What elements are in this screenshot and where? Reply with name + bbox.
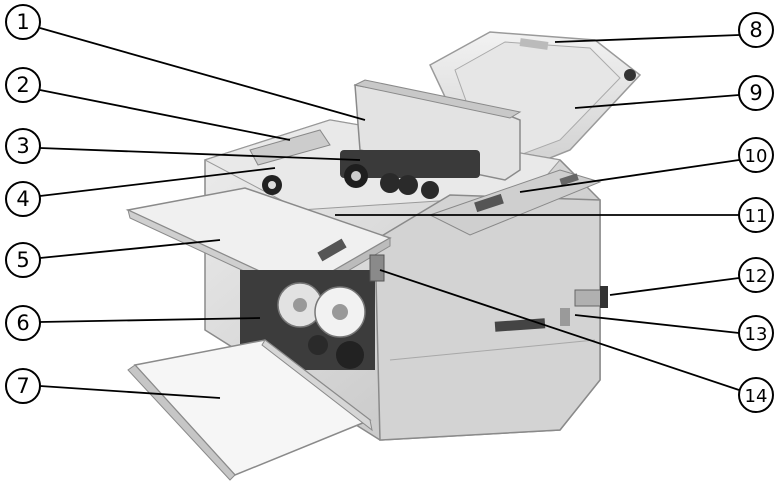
callout-circle	[5, 181, 41, 217]
callout-leader-12	[609, 277, 740, 296]
callout-number: 6	[16, 311, 29, 335]
callout-circle	[738, 12, 774, 48]
side-knob	[574, 286, 608, 308]
callout-14: 14	[738, 377, 774, 413]
callout-6: 6	[5, 305, 41, 341]
callout-leader-13	[574, 314, 740, 334]
callout-3: 3	[5, 128, 41, 164]
callout-leader-2	[39, 89, 291, 141]
feed-rollers	[262, 150, 480, 199]
callout-12: 12	[738, 257, 774, 293]
callout-circle	[738, 315, 774, 351]
callout-circle	[5, 4, 41, 40]
callout-leader-1	[39, 27, 366, 121]
callout-number: 11	[745, 206, 768, 227]
callout-5: 5	[5, 242, 41, 278]
callout-circle	[738, 257, 774, 293]
callout-leader-7	[39, 385, 221, 399]
callout-7: 7	[5, 368, 41, 404]
callout-13: 13	[738, 315, 774, 351]
callout-number: 13	[745, 324, 768, 345]
callout-number: 1	[16, 10, 29, 34]
callout-number: 14	[745, 386, 768, 407]
callout-circle	[5, 242, 41, 278]
callout-4: 4	[5, 181, 41, 217]
callout-circle	[738, 377, 774, 413]
callout-number: 3	[16, 134, 29, 158]
callout-number: 10	[745, 146, 768, 167]
callout-8: 8	[738, 12, 774, 48]
callout-11: 11	[738, 197, 774, 233]
callout-number: 9	[749, 81, 762, 105]
callout-circle	[5, 305, 41, 341]
callout-number: 5	[16, 248, 29, 272]
callout-leader-6	[39, 317, 261, 323]
callout-10: 10	[738, 137, 774, 173]
callout-number: 4	[16, 187, 29, 211]
callout-number: 8	[749, 18, 762, 42]
callout-circle	[738, 137, 774, 173]
callout-leader-3	[39, 147, 361, 161]
callout-circle	[738, 75, 774, 111]
callout-leader-10	[519, 159, 740, 193]
callout-circle	[5, 128, 41, 164]
callout-leader-lines	[39, 27, 740, 399]
callout-leader-9	[574, 94, 740, 109]
callout-9: 9	[738, 75, 774, 111]
callout-2: 2	[5, 67, 41, 103]
callout-leader-14	[379, 269, 740, 391]
callout-number: 12	[745, 266, 768, 287]
callout-circle	[5, 368, 41, 404]
callout-1: 1	[5, 4, 41, 40]
callout-number: 7	[16, 374, 29, 398]
callout-leader-5	[39, 239, 221, 259]
callout-circle	[738, 197, 774, 233]
adjustment-knob	[369, 254, 385, 282]
callout-circle	[5, 67, 41, 103]
callout-leader-4	[39, 167, 276, 197]
callout-number: 2	[16, 73, 29, 97]
callout-leader-8	[554, 34, 740, 43]
